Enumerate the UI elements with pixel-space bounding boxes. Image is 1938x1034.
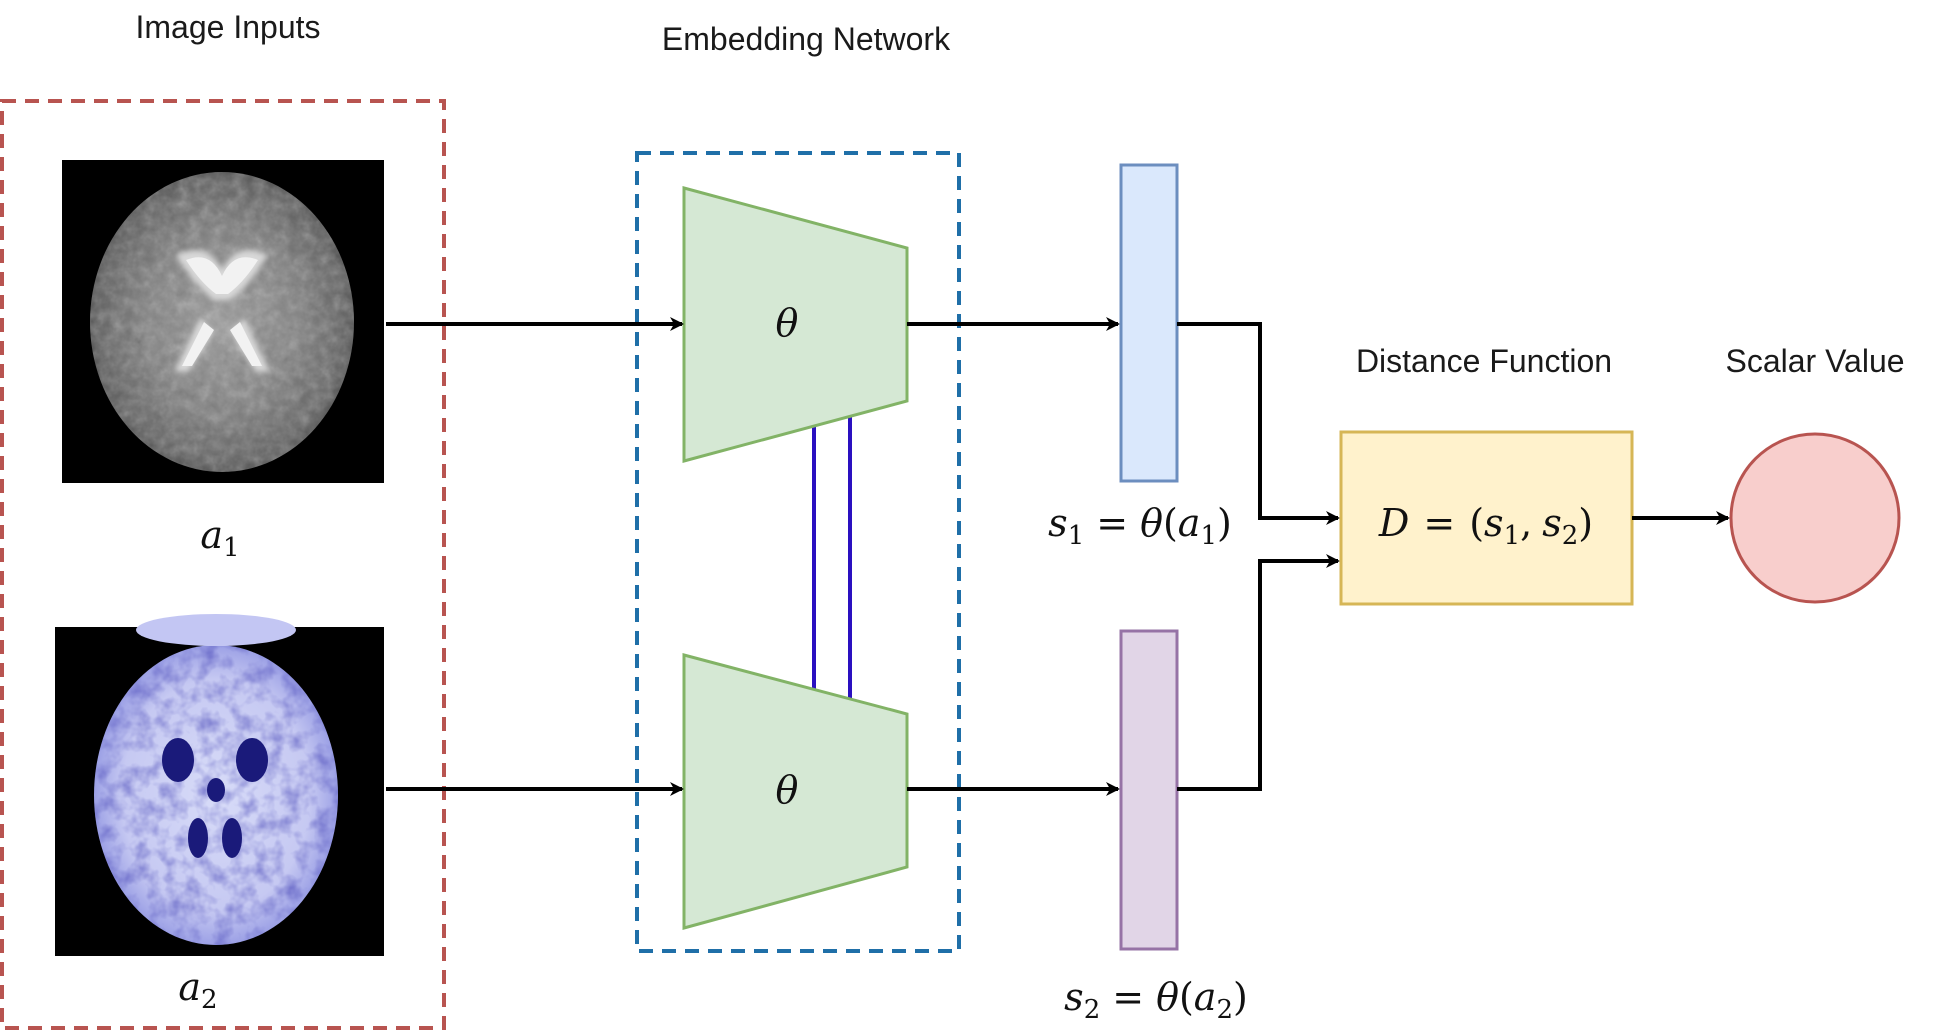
embedding-label-s2: s2=θ(a2) <box>1064 975 1248 1025</box>
embedding-vector-s2 <box>1119 629 1179 951</box>
embedding-network-box <box>635 151 961 953</box>
input-label-a1: a1 <box>200 513 239 563</box>
distance-function-box <box>1339 430 1634 606</box>
distance-function-heading: Distance Function <box>1356 343 1612 379</box>
encoder-bottom-theta: θ <box>776 768 799 812</box>
scalar-value-circle <box>1729 432 1901 604</box>
embedding-label-s1: s1=θ(a1) <box>1048 501 1232 551</box>
arrow-s2-to-distance <box>1177 554 1340 791</box>
brain-image-a1 <box>62 160 384 483</box>
brain-image-a2 <box>55 614 384 956</box>
input-label-a2: a2 <box>178 965 217 1015</box>
arrow-s1-to-distance <box>1177 322 1340 525</box>
encoder-top-trapezoid <box>682 186 909 463</box>
embedding-vector-s1 <box>1119 163 1179 483</box>
image-inputs-box <box>0 99 446 1030</box>
distance-formula: D=(s1,s2) <box>1378 501 1593 551</box>
scalar-value-heading: Scalar Value <box>1725 343 1904 379</box>
image-inputs-heading: Image Inputs <box>136 9 321 45</box>
encoder-bottom-trapezoid <box>682 653 909 930</box>
embedding-network-heading: Embedding Network <box>662 21 951 57</box>
encoder-top-theta: θ <box>776 301 799 345</box>
